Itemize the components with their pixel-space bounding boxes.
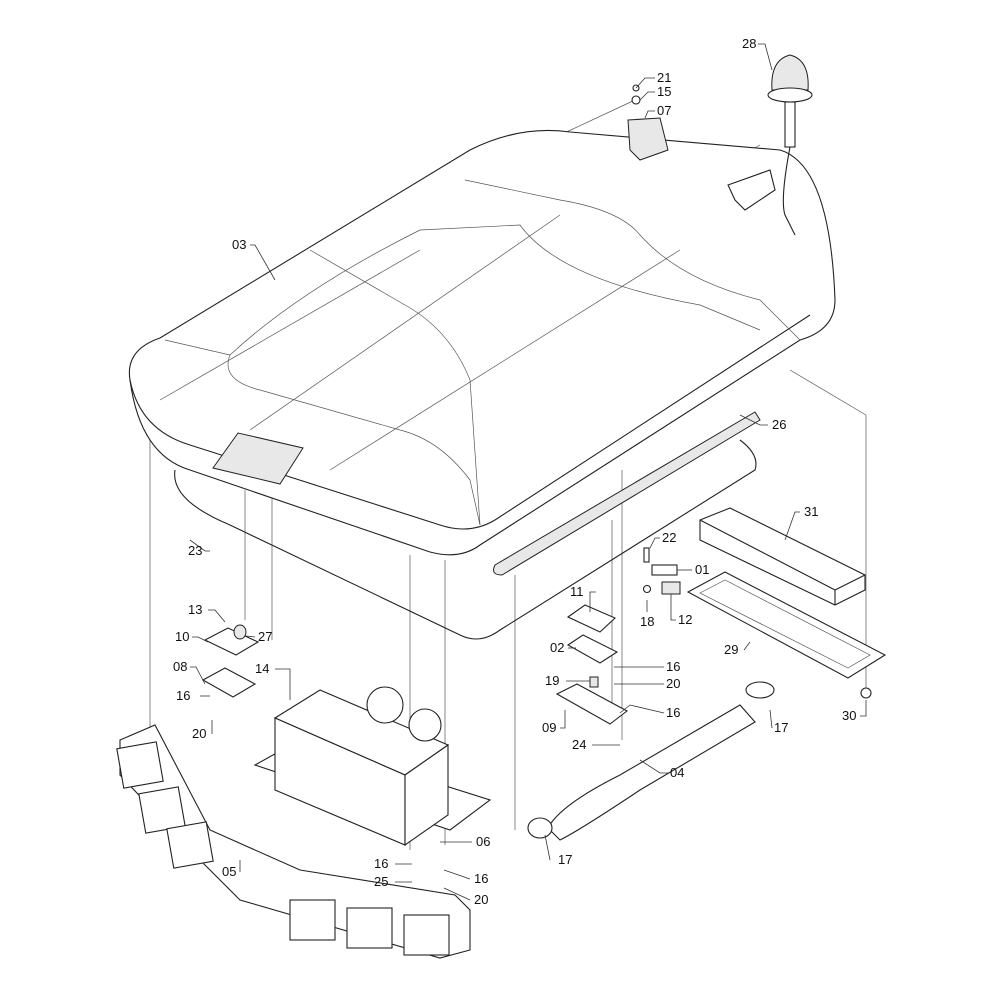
callout-25: 25 bbox=[374, 874, 388, 889]
seal-strip-26 bbox=[493, 411, 761, 576]
part-27-knob bbox=[233, 624, 247, 640]
gasket-11 bbox=[566, 604, 616, 633]
cover-09 bbox=[555, 683, 629, 725]
callout-14: 14 bbox=[255, 661, 269, 676]
callout-28: 28 bbox=[742, 36, 756, 51]
beacon-28 bbox=[727, 54, 813, 236]
callout-leaders bbox=[189, 43, 867, 901]
callout-06: 06 bbox=[476, 834, 490, 849]
callout-21: 21 bbox=[657, 70, 671, 85]
plate-08 bbox=[201, 667, 257, 698]
callout-01: 01 bbox=[695, 562, 709, 577]
callout-19: 19 bbox=[545, 673, 559, 688]
callout-29: 29 bbox=[724, 642, 738, 657]
plate-02 bbox=[566, 634, 619, 664]
callout-18: 18 bbox=[640, 614, 654, 629]
part-15-washer bbox=[631, 95, 641, 105]
frame-29 bbox=[686, 571, 887, 679]
callout-16: 16 bbox=[666, 659, 680, 674]
callout-03: 03 bbox=[232, 237, 246, 252]
part-18-nut bbox=[642, 584, 652, 594]
callout-20: 20 bbox=[666, 676, 680, 691]
part-01-bracket bbox=[651, 564, 678, 576]
callout-08: 08 bbox=[173, 659, 187, 674]
callout-22: 22 bbox=[662, 530, 676, 545]
callout-11: 11 bbox=[570, 584, 584, 599]
callout-16: 16 bbox=[666, 705, 680, 720]
callout-05: 05 bbox=[222, 864, 236, 879]
callout-12: 12 bbox=[678, 612, 692, 627]
hose-04 bbox=[527, 681, 775, 841]
callout-31: 31 bbox=[804, 504, 818, 519]
callout-10: 10 bbox=[175, 629, 189, 644]
callout-17: 17 bbox=[558, 852, 572, 867]
callout-24: 24 bbox=[572, 737, 586, 752]
callout-20: 20 bbox=[192, 726, 206, 741]
callout-20: 20 bbox=[474, 892, 488, 907]
callout-16: 16 bbox=[374, 856, 388, 871]
part-07-cover bbox=[627, 117, 669, 161]
callout-02: 02 bbox=[550, 640, 564, 655]
callout-07: 07 bbox=[657, 103, 671, 118]
callout-26: 26 bbox=[772, 417, 786, 432]
work-light-bar-05 bbox=[116, 724, 471, 959]
callout-16: 16 bbox=[176, 688, 190, 703]
callout-17: 17 bbox=[774, 720, 788, 735]
callout-30: 30 bbox=[842, 708, 856, 723]
filter-31 bbox=[699, 507, 866, 606]
callout-04: 04 bbox=[670, 765, 684, 780]
part-22-screw bbox=[643, 547, 650, 563]
part-30-nut bbox=[860, 687, 872, 699]
heater-unit-14 bbox=[253, 686, 492, 847]
callout-16: 16 bbox=[474, 871, 488, 886]
callout-13: 13 bbox=[188, 602, 202, 617]
callout-23: 23 bbox=[188, 543, 202, 558]
roof-shell-03 bbox=[128, 129, 836, 640]
part-19-fitting bbox=[589, 676, 599, 688]
plate-10 bbox=[203, 627, 260, 656]
callout-09: 09 bbox=[542, 720, 556, 735]
callout-15: 15 bbox=[657, 84, 671, 99]
part-12-block bbox=[661, 581, 681, 595]
callout-labels: 21 15 07 28 03 26 31 22 01 11 18 12 02 1… bbox=[173, 36, 856, 907]
callout-27: 27 bbox=[258, 629, 272, 644]
